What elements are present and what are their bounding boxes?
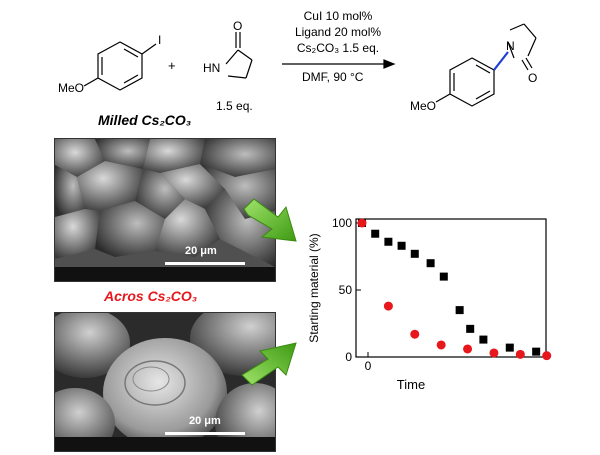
data-point-square (397, 241, 406, 250)
reaction-solvent-temp: DMF, 90 °C (302, 70, 364, 84)
kinetics-chart: 0 50 100 0 Starting material (%) Time (307, 216, 552, 392)
sem-texture-milled (55, 139, 275, 281)
sem-info-bar (55, 267, 275, 281)
green-arrow-bottom-icon (241, 342, 297, 386)
y-axis-label: Starting material (%) (307, 233, 321, 342)
reactant2-nh: HN (203, 61, 220, 75)
x-axis-label: Time (397, 377, 425, 392)
scale-bar (165, 432, 245, 435)
data-point-circle (463, 344, 473, 354)
green-arrow-top-icon (243, 198, 297, 242)
sem-info-bar (55, 437, 275, 451)
data-point-circle (515, 349, 525, 359)
reaction-conditions: CuI 10 mol% Ligand 20 mol% Cs₂CO₃ 1.5 eq… (268, 8, 408, 56)
plot-area (355, 218, 547, 358)
data-point-square (466, 324, 475, 333)
chart-points (357, 218, 552, 361)
data-point-square (384, 237, 393, 246)
condition-line: CuI 10 mol% (303, 9, 373, 23)
milled-label: Milled Cs₂CO₃ (98, 112, 192, 128)
sem-image-acros: 20 μm (54, 312, 276, 452)
data-point-circle (436, 340, 446, 350)
reactant2-ring (225, 32, 253, 79)
y-tick-label: 100 (332, 216, 352, 230)
condition-line: Ligand 20 mol% (294, 25, 382, 39)
data-point-square (479, 335, 488, 344)
product-cn-bond (493, 51, 509, 71)
data-point-circle (357, 218, 367, 228)
data-point-square (505, 343, 514, 352)
chart-ticks: 0 50 100 0 (332, 216, 372, 373)
reactant1-substituent: MeO (58, 81, 84, 95)
scale-label-top: 20 μm (185, 245, 217, 257)
data-point-square (426, 259, 435, 268)
sem-texture-acros (55, 313, 275, 451)
scale-label-bottom: 20 μm (189, 415, 221, 427)
reactant2-o: O (233, 19, 242, 33)
chart-frame (355, 218, 547, 358)
product-o: O (528, 71, 537, 85)
y-tick-label: 0 (345, 350, 352, 364)
reaction-scheme: I MeO + O HN 1.5 eq. N O MeO (58, 19, 537, 113)
plus-sign: + (168, 58, 176, 73)
data-point-square (410, 249, 419, 258)
data-point-square (532, 347, 541, 356)
sem-image-milled: 20 μm (54, 138, 276, 282)
reaction-arrow (282, 59, 396, 69)
y-tick-label: 50 (339, 283, 353, 297)
reactant2-equiv: 1.5 eq. (216, 99, 253, 113)
data-point-square (455, 306, 464, 315)
x-tick-label: 0 (365, 359, 372, 373)
data-point-square (439, 272, 448, 281)
product-n: N (506, 39, 515, 53)
data-point-circle (542, 351, 552, 361)
product-substituent: MeO (410, 99, 436, 113)
condition-line: Cs₂CO₃ 1.5 eq. (296, 41, 380, 55)
data-point-circle (383, 301, 393, 311)
data-point-circle (410, 329, 420, 339)
scale-bar (165, 262, 245, 265)
acros-label: Acros Cs₂CO₃ (104, 288, 198, 304)
data-point-circle (489, 348, 499, 358)
reactant1-iodo: I (158, 33, 161, 47)
reactant1-ring (83, 41, 157, 91)
product-structure (435, 23, 537, 107)
data-point-square (371, 229, 380, 238)
